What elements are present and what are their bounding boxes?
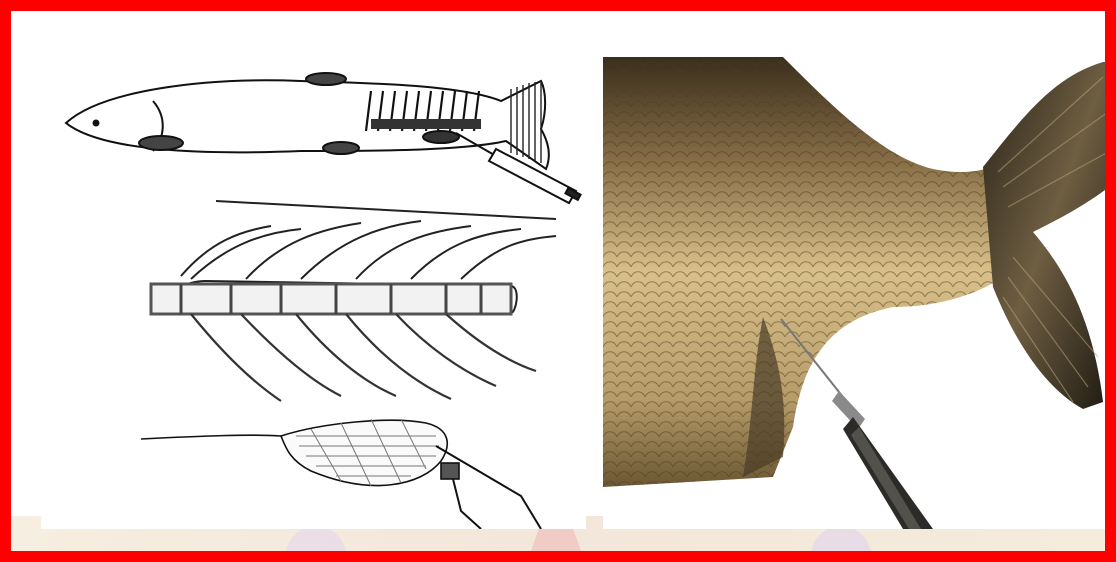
fish-tail-photo <box>603 57 1109 529</box>
skeleton-drawing <box>151 201 556 401</box>
illustration-panel <box>41 51 586 529</box>
photo-panel <box>603 57 1109 529</box>
fin-trap-drawing <box>141 419 541 529</box>
fish-injection-diagram <box>41 51 586 529</box>
syringe-drawing-top <box>456 133 581 203</box>
fish-outline-drawing <box>66 73 549 169</box>
